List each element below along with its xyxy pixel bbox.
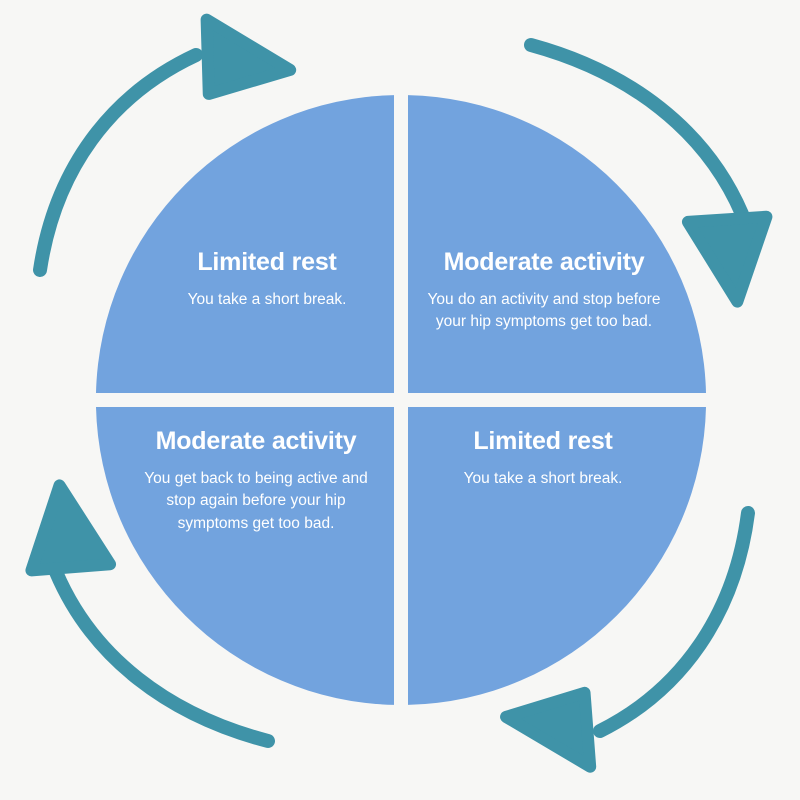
quadrant-bottom-right-shape[interactable]: [408, 407, 706, 705]
arrow-bottom-right-head: [500, 686, 597, 773]
arrow-bottom-left-shaft: [49, 565, 275, 748]
quadrant-shapes: [96, 95, 706, 705]
arrow-bottom-right: [500, 506, 755, 773]
arrow-top-right-shaft: [524, 38, 749, 221]
arrow-bottom-right-shaft: [593, 506, 755, 738]
arrow-bottom-left-head: [25, 479, 117, 577]
arrow-top-right-head: [681, 210, 773, 308]
quadrant-bottom-left-shape[interactable]: [96, 407, 394, 705]
arrow-top-left: [33, 13, 297, 277]
arrow-top-left-shaft: [33, 48, 203, 277]
quadrant-top-right-shape[interactable]: [408, 95, 706, 393]
arrow-top-left-head: [200, 13, 297, 100]
arrow-bottom-left: [25, 479, 275, 748]
quadrant-top-left-shape[interactable]: [96, 95, 394, 393]
arrow-top-right: [524, 38, 773, 308]
